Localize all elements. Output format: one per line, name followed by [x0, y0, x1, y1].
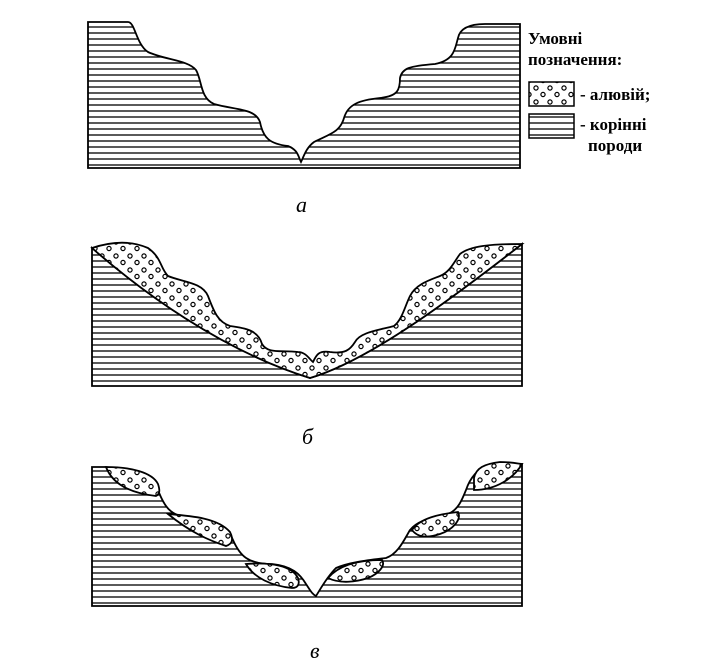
- legend-swatch-alluvium: [528, 81, 575, 107]
- alluvium-c-1: [104, 466, 161, 497]
- legend-label-alluvium: - алювій;: [580, 85, 651, 104]
- caption-panel-b: б: [302, 424, 314, 449]
- legend-title-line1: Умовні: [528, 29, 583, 48]
- legend-title-line2: позначення:: [528, 50, 623, 69]
- legend-label-bedrock: - корінні породи: [580, 114, 646, 156]
- legend-swatch-bedrock: [528, 113, 575, 139]
- legend-label-bedrock-line1: - корінні: [580, 115, 647, 134]
- caption-panel-a: а: [296, 192, 307, 217]
- alluvium-c-3: [244, 562, 300, 589]
- panel-b: [90, 241, 525, 387]
- legend-title: Умовні позначення:: [528, 28, 622, 70]
- panel-c: [91, 461, 524, 607]
- panel-a: [87, 21, 521, 169]
- alluvium-c-2: [165, 512, 233, 547]
- alluvium-c-6: [473, 461, 524, 491]
- alluvium-b: [90, 241, 525, 379]
- caption-panel-c: в: [310, 638, 320, 663]
- legend-label-bedrock-line2: породи: [588, 136, 643, 155]
- alluvium-c-4: [326, 559, 384, 583]
- alluvium-c-5: [410, 511, 460, 538]
- bedrock-a: [87, 21, 521, 169]
